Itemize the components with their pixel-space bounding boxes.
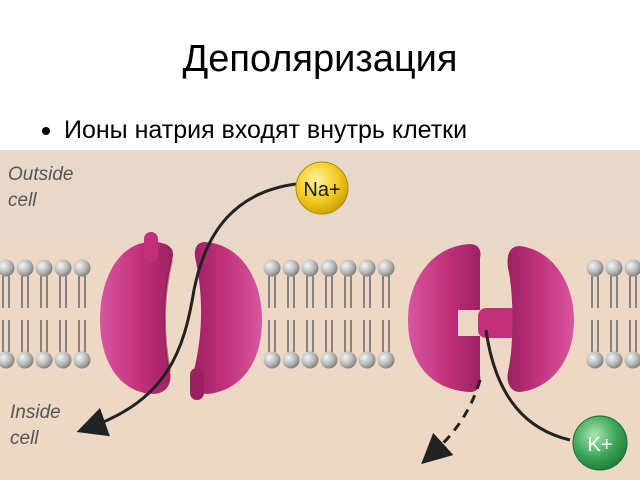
lipid-head bbox=[16, 259, 34, 277]
lipid-head bbox=[0, 351, 15, 369]
lipid-head bbox=[282, 351, 300, 369]
lipid-head bbox=[35, 351, 53, 369]
lipid-head bbox=[301, 351, 319, 369]
lipid-head bbox=[339, 351, 357, 369]
outside-cell-label-2: cell bbox=[8, 190, 37, 211]
lipid-head bbox=[35, 259, 53, 277]
lipid-head bbox=[605, 259, 623, 277]
potassium-dashed-arrow-icon bbox=[421, 379, 482, 465]
page-title: Деполяризация bbox=[182, 38, 458, 80]
lipid-head bbox=[54, 351, 72, 369]
potassium-flow-arrow-icon bbox=[484, 329, 571, 442]
lipid-head bbox=[339, 259, 357, 277]
lipid-head bbox=[320, 259, 338, 277]
sodium-ion-label: Na+ bbox=[303, 179, 340, 201]
lipid-tails bbox=[2, 276, 637, 352]
lipid-head bbox=[54, 259, 72, 277]
inside-cell-label-2: cell bbox=[10, 428, 39, 449]
potassium-ion-label: K+ bbox=[587, 434, 612, 456]
lipid-head bbox=[624, 259, 640, 277]
lipid-head bbox=[624, 351, 640, 369]
lipid-head bbox=[16, 351, 34, 369]
membrane-diagram: Na+ K+ Outside cell Inside cell bbox=[0, 150, 640, 480]
potassium-ion-icon: K+ bbox=[572, 415, 628, 471]
lipid-head bbox=[0, 259, 15, 277]
sodium-channel-icon bbox=[100, 232, 262, 400]
outside-cell-label-1: Outside bbox=[8, 164, 73, 185]
lipid-head bbox=[301, 259, 319, 277]
lipid-head bbox=[377, 351, 395, 369]
lipid-head bbox=[263, 351, 281, 369]
lipid-head bbox=[586, 259, 604, 277]
sodium-ion-icon: Na+ bbox=[295, 161, 349, 215]
lipid-head bbox=[586, 351, 604, 369]
potassium-channel-icon bbox=[408, 244, 574, 392]
lipid-head bbox=[73, 351, 91, 369]
sodium-flow-arrow-icon bbox=[76, 182, 297, 437]
lipid-head bbox=[605, 351, 623, 369]
inside-cell-label-1: Inside bbox=[10, 402, 61, 423]
lipid-head bbox=[73, 259, 91, 277]
bullet-item: Ионы натрия входят внутрь клетки bbox=[42, 116, 467, 145]
lipid-heads bbox=[0, 259, 640, 369]
lipid-head bbox=[263, 259, 281, 277]
bullet-dot-icon bbox=[42, 126, 50, 135]
bullet-text: Ионы натрия входят внутрь клетки bbox=[64, 116, 468, 144]
lipid-head bbox=[320, 351, 338, 369]
lipid-head bbox=[358, 259, 376, 277]
lipid-head bbox=[377, 259, 395, 277]
lipid-head bbox=[358, 351, 376, 369]
lipid-head bbox=[282, 259, 300, 277]
